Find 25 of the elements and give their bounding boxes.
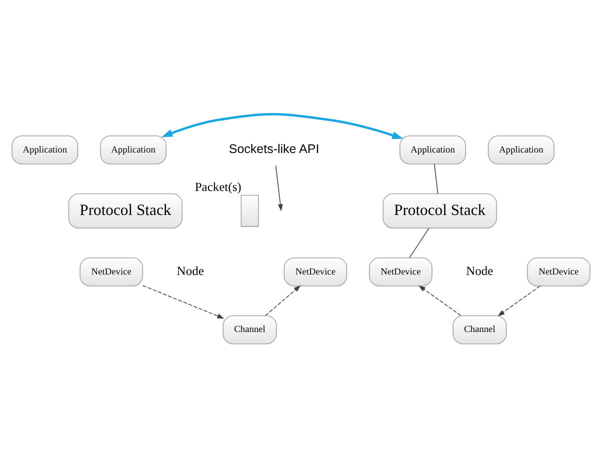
node-text: Sockets-like API <box>228 141 320 156</box>
node-box <box>240 194 259 226</box>
node-box: Application <box>488 134 554 164</box>
node-box: NetDevice <box>527 256 590 286</box>
node-box: NetDevice <box>284 256 348 286</box>
arrow <box>265 284 301 316</box>
label: Node <box>466 263 494 278</box>
arrow <box>161 112 404 138</box>
node-box: Channel <box>222 314 277 344</box>
node-box: NetDevice <box>80 256 144 286</box>
arrow <box>275 164 283 211</box>
node-label: Packet(s) <box>194 180 242 194</box>
arrow <box>142 284 224 318</box>
node-box: Channel <box>452 314 507 344</box>
node-box: NetDevice <box>369 256 432 286</box>
arrow <box>418 284 462 316</box>
connector <box>434 163 438 194</box>
node-box: Application <box>100 134 166 164</box>
label: Node <box>176 263 204 278</box>
connector <box>409 227 430 258</box>
node-box: Protocol Stack <box>68 192 183 228</box>
node-box: Application <box>400 134 466 164</box>
node-box: Application <box>12 134 78 164</box>
arrow <box>498 285 540 316</box>
node-box: Protocol Stack <box>382 192 497 228</box>
